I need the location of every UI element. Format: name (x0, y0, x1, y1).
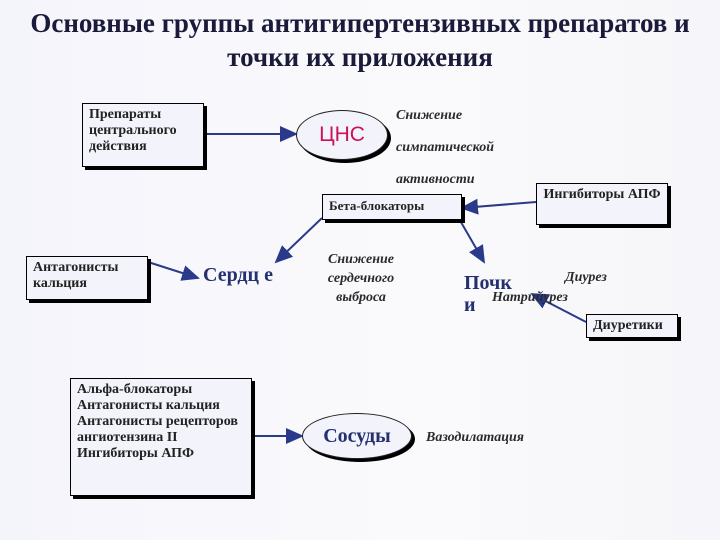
effect-diuresis: Диурез (565, 270, 607, 285)
organ-vessels: Сосуды (302, 413, 412, 459)
organ-vessels-label: Сосуды (323, 424, 391, 447)
box-alpha-blockers-group: Альфа-блокаторы Антагонисты кальция Анта… (70, 378, 252, 496)
organ-heart: Сердц е (203, 264, 273, 286)
box-beta-blockers: Бета-блокаторы (322, 194, 462, 220)
arrow-ace-to-beta (460, 198, 537, 215)
effect-natriuresis: Натрийурез (492, 290, 568, 305)
box-diuretics: Диуретики (586, 314, 678, 338)
organ-kidney: Почк и (464, 272, 512, 316)
effect-sympathetic: Снижение симпатической активности (396, 108, 494, 187)
arrow-calcium-to-heart (147, 261, 200, 281)
organ-cns: ЦНС (296, 110, 388, 160)
effect-vasodilation: Вазодилатация (426, 430, 525, 445)
arrow-beta-to-heart (274, 217, 323, 264)
effect-cardiac-output-line1: Снижение сердечного выброса (327, 252, 395, 305)
arrow-diuretics-to-kidney (530, 293, 587, 323)
box-central-action: Препараты центрального действия (82, 103, 204, 167)
page-title: Основные группы антигипертензивных препа… (30, 8, 690, 72)
organ-cns-label: ЦНС (319, 123, 365, 146)
box-calcium-antagonists: Антагонисты кальция (26, 256, 148, 300)
box-ace-inhibitors: Ингибиторы АПФ (536, 183, 668, 225)
